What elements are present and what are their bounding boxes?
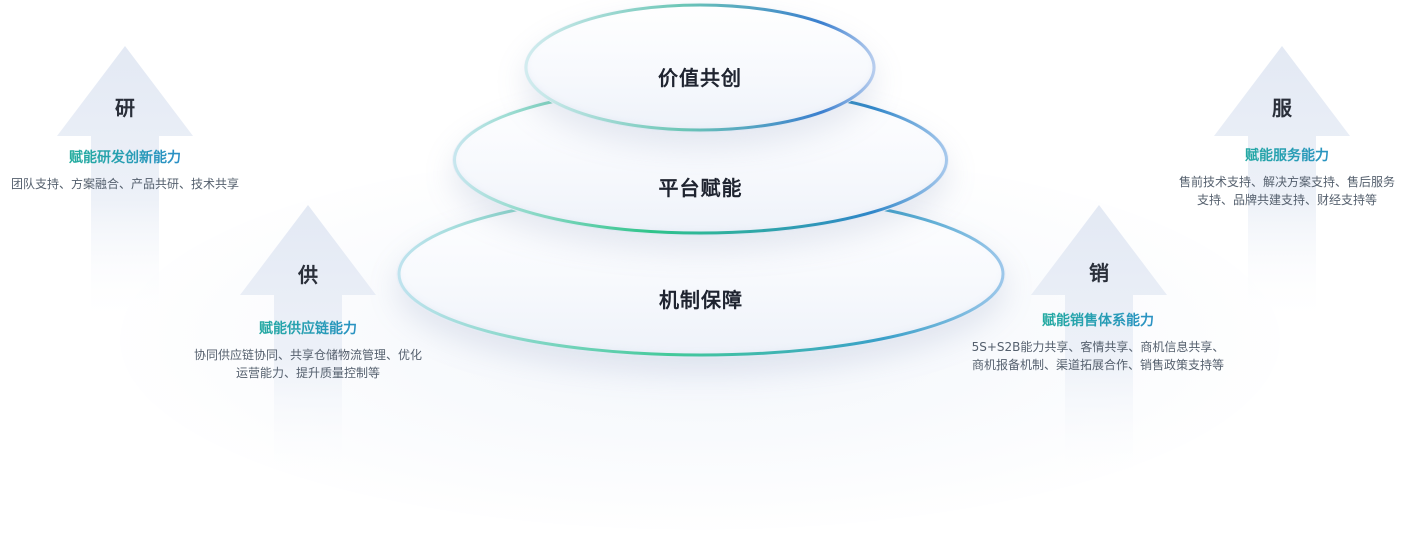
research-char: 研 — [115, 96, 135, 120]
service-title: 赋能服务能力 — [1158, 146, 1408, 166]
research-desc: 团队支持、方案融合、产品共研、技术共享 — [0, 175, 250, 193]
arrow-up-icon — [240, 205, 376, 485]
research-arrow: 研 — [57, 46, 193, 326]
supply-title: 赋能供应链能力 — [168, 319, 448, 339]
research-block: 赋能研发创新能力 团队支持、方案融合、产品共研、技术共享 — [0, 148, 250, 193]
sales-title: 赋能销售体系能力 — [948, 311, 1248, 331]
sales-block: 赋能销售体系能力 5S+S2B能力共享、客情共享、商机信息共享、 商机报备机制、… — [948, 311, 1248, 374]
service-desc-line2: 支持、品牌共建支持、财经支持等 — [1196, 193, 1377, 207]
sales-char: 销 — [1089, 261, 1109, 285]
supply-desc-line1: 协同供应链协同、共享仓储物流管理、优化 — [193, 348, 422, 362]
arrow-up-icon — [57, 46, 193, 326]
supply-block: 赋能供应链能力 协同供应链协同、共享仓储物流管理、优化 运营能力、提升质量控制等 — [168, 319, 448, 382]
service-desc: 售前技术支持、解决方案支持、售后服务 支持、品牌共建支持、财经支持等 — [1158, 173, 1408, 209]
sales-desc-line2: 商机报备机制、渠道拓展合作、销售政策支持等 — [971, 358, 1224, 372]
sales-arrow: 销 — [1031, 205, 1167, 485]
service-desc-line1: 售前技术支持、解决方案支持、售后服务 — [1178, 175, 1395, 189]
arrow-up-icon — [1031, 205, 1167, 485]
service-char: 服 — [1272, 96, 1292, 120]
layer-label-platform: 平台赋能 — [658, 176, 743, 200]
service-arrow: 服 — [1214, 46, 1350, 326]
supply-desc: 协同供应链协同、共享仓储物流管理、优化 运营能力、提升质量控制等 — [168, 346, 448, 382]
supply-desc-line2: 运营能力、提升质量控制等 — [235, 366, 380, 380]
research-desc-line1: 团队支持、方案融合、产品共研、技术共享 — [10, 177, 239, 191]
service-block: 赋能服务能力 售前技术支持、解决方案支持、售后服务 支持、品牌共建支持、财经支持… — [1158, 146, 1408, 209]
supply-arrow: 供 — [240, 205, 376, 485]
layer-value: 价值共创 — [524, 2, 876, 133]
layer-label-value: 价值共创 — [658, 66, 742, 90]
research-title: 赋能研发创新能力 — [0, 148, 250, 168]
layer-label-mechanism: 机制保障 — [659, 288, 743, 312]
sales-desc-line1: 5S+S2B能力共享、客情共享、商机信息共享、 — [971, 340, 1225, 354]
arrow-up-icon — [1214, 46, 1350, 326]
supply-char: 供 — [298, 263, 318, 287]
sales-desc: 5S+S2B能力共享、客情共享、商机信息共享、 商机报备机制、渠道拓展合作、销售… — [948, 338, 1248, 374]
